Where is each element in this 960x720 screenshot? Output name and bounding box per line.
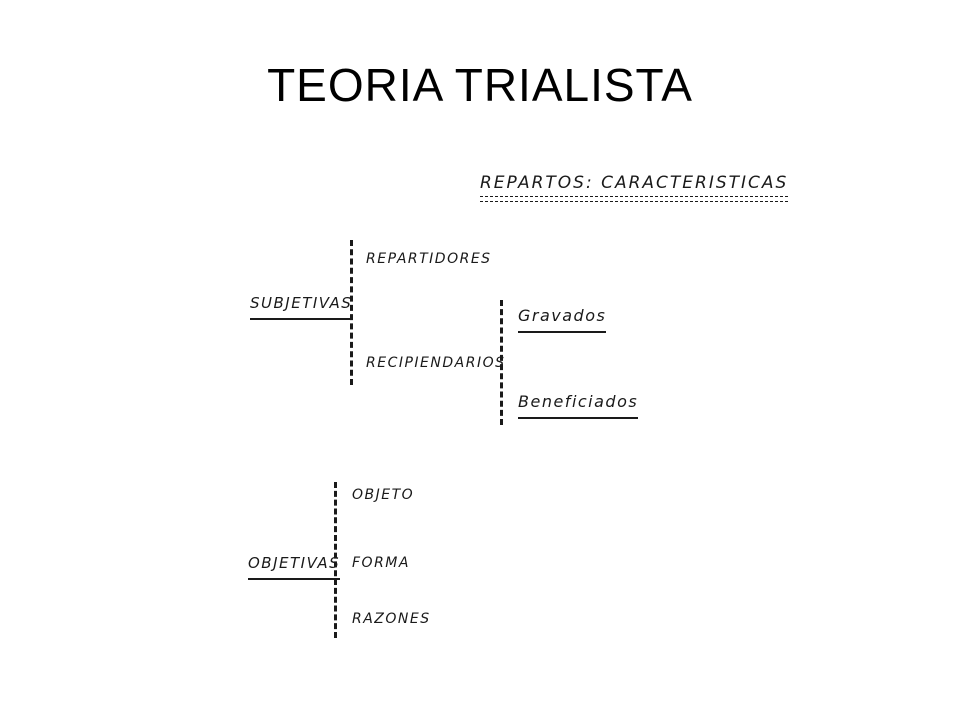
subjetivas-label: SUBJETIVAS bbox=[250, 294, 353, 320]
objetivas-brace bbox=[334, 482, 341, 638]
objetivas-label: OBJETIVAS bbox=[248, 554, 341, 580]
slide-title: TEORIA TRIALISTA bbox=[267, 59, 693, 111]
recipiendarios-brace bbox=[500, 300, 507, 425]
recipiendarios-label: RECIPIENDARIOS bbox=[366, 355, 506, 371]
beneficiados-label: Beneficiados bbox=[518, 392, 639, 419]
subjetivas-brace bbox=[350, 240, 357, 385]
repartidores-label: REPARTIDORES bbox=[366, 251, 492, 267]
gravados-label: Gravados bbox=[518, 306, 607, 333]
razones-label: RAZONES bbox=[352, 611, 431, 627]
diagram-heading: REPARTOS: CARACTERISTICAS bbox=[480, 173, 789, 202]
objeto-label: OBJETO bbox=[352, 487, 415, 503]
forma-label: FORMA bbox=[352, 555, 410, 571]
